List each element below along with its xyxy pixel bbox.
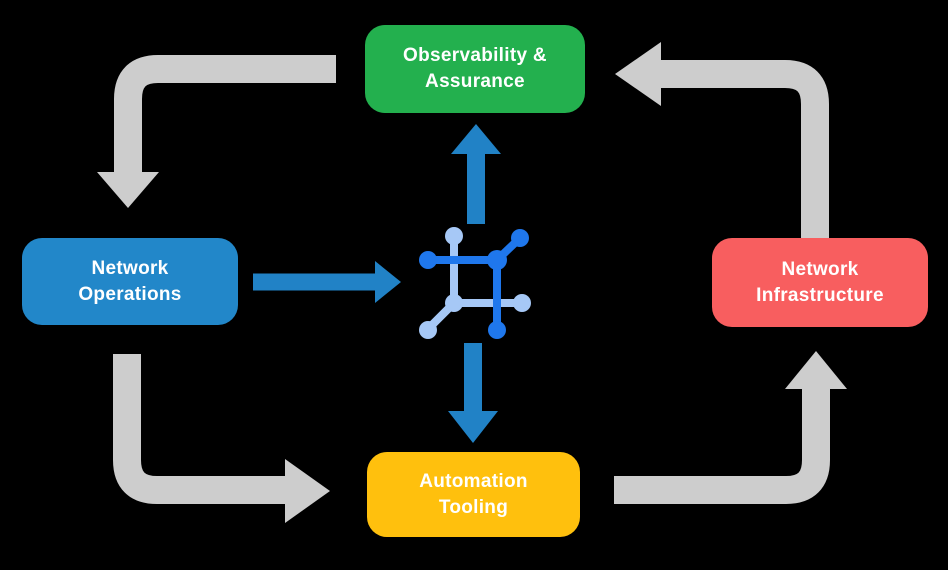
arrowhead-up-icon [785,351,847,389]
arrowhead-right-icon [375,261,401,303]
arrow-automation-to-infrastructure [614,351,847,504]
arrowhead-up-icon [451,124,501,154]
node-network-operations: Network Operations [22,238,238,325]
arrowhead-down-icon [97,172,159,208]
arrow-center-to-automation [448,343,498,443]
arrow-center-to-observability [451,124,501,224]
node-automation-tooling: Automation Tooling [367,452,580,537]
arrowhead-right-icon [285,459,330,523]
arrow-operations-to-center [253,261,401,303]
arrow-infrastructure-to-observability [615,42,829,242]
network-mesh-icon [419,227,531,339]
node-network-infrastructure: Network Infrastructure [712,238,928,327]
arrowhead-down-icon [448,411,498,443]
arrowhead-left-icon [615,42,661,106]
arrow-observability-to-operations [97,55,336,208]
node-observability-assurance: Observability & Assurance [365,25,585,113]
arrow-operations-to-automation [113,354,330,523]
